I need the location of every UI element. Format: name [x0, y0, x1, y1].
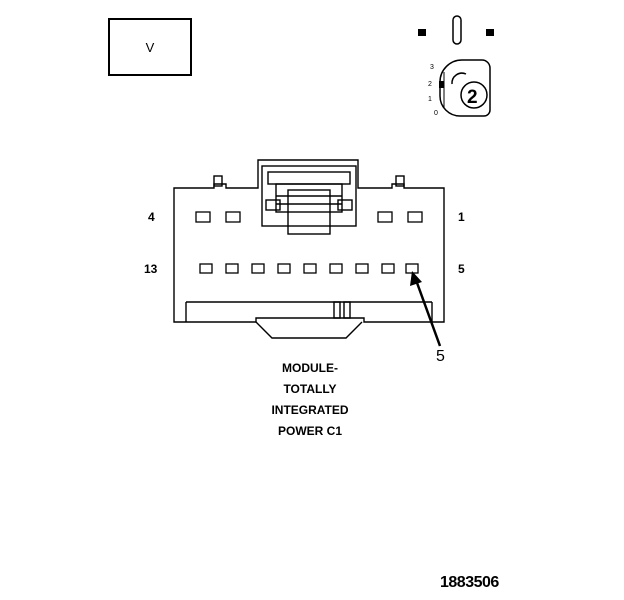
- caption-line: POWER C1: [277, 424, 342, 438]
- pin-row-bottom: [199, 263, 419, 274]
- pin-label-13: 13: [144, 262, 158, 276]
- view-indicator-box: V: [108, 18, 192, 76]
- connector-body: [173, 159, 445, 339]
- pin-cavity: [225, 263, 239, 274]
- pin-label-1: 1: [458, 210, 465, 224]
- pin-cavity: [381, 263, 395, 274]
- caption-line: TOTALLY: [283, 382, 337, 396]
- pin-label-4: 4: [148, 210, 155, 224]
- pin-cavity: [407, 211, 423, 223]
- pin-row-top: [195, 211, 423, 223]
- pin-cavity: [199, 263, 213, 274]
- pin-cavity: [251, 263, 265, 274]
- pin-cavity: [377, 211, 393, 223]
- caption-line: INTEGRATED: [271, 403, 349, 417]
- figure-id: 1883506: [440, 574, 499, 591]
- key-position-2: 2: [428, 81, 432, 88]
- pin-cavity: [303, 263, 317, 274]
- connector-caption: MODULE- TOTALLY INTEGRATED POWER C1: [230, 358, 390, 442]
- caption-line: MODULE-: [282, 361, 338, 375]
- key-badge-number: 2: [467, 87, 478, 108]
- pin-cavity: [329, 263, 343, 274]
- pin-cavity: [355, 263, 369, 274]
- pin-cavity: [225, 211, 241, 223]
- key-position-0: 0: [434, 110, 438, 117]
- key-position-1: 1: [428, 96, 432, 103]
- key-position-3: 3: [430, 64, 434, 71]
- callout-number: 5: [436, 348, 445, 365]
- pin-label-5: 5: [458, 262, 465, 276]
- lock-icon: [418, 15, 494, 117]
- callout-arrow: [410, 271, 442, 347]
- view-indicator-label: V: [145, 39, 155, 55]
- pin-cavity: [195, 211, 211, 223]
- pin-cavity: [277, 263, 291, 274]
